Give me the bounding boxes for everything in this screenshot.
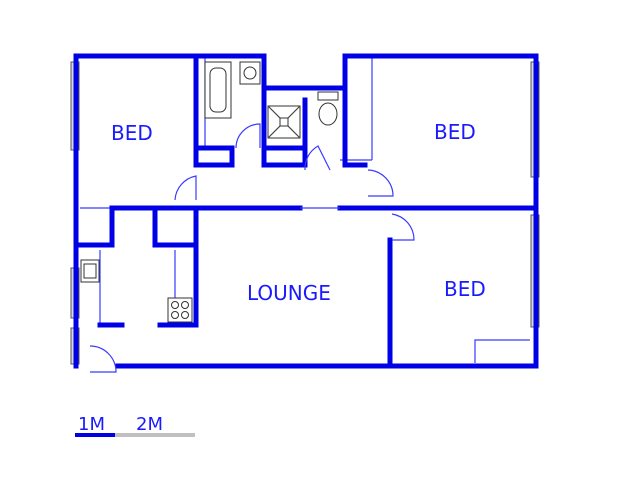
scale-segment-2m	[115, 433, 195, 437]
door-bed-left	[174, 175, 197, 201]
toilet	[317, 91, 339, 101]
room-label-bed-top-left: BED	[111, 121, 153, 145]
scale-segment-1m	[75, 433, 115, 437]
door-bed-bottom-right	[391, 213, 415, 241]
doors	[89, 123, 415, 373]
door-wc	[304, 145, 331, 171]
stove	[167, 297, 193, 323]
room-label-bed-bottom-right: BED	[444, 277, 486, 301]
scale-bar: 1M 2M	[75, 414, 195, 437]
scale-label-1m: 1M	[78, 414, 105, 435]
room-label-bed-top-right: BED	[434, 120, 476, 144]
door-bathroom	[235, 123, 261, 149]
door-bed-top-right	[367, 169, 394, 197]
scale-label-2m: 2M	[136, 414, 163, 435]
room-label-lounge: LOUNGE	[247, 281, 331, 305]
door-entrance	[89, 345, 117, 373]
walls	[73, 53, 539, 369]
fixtures	[80, 61, 339, 323]
